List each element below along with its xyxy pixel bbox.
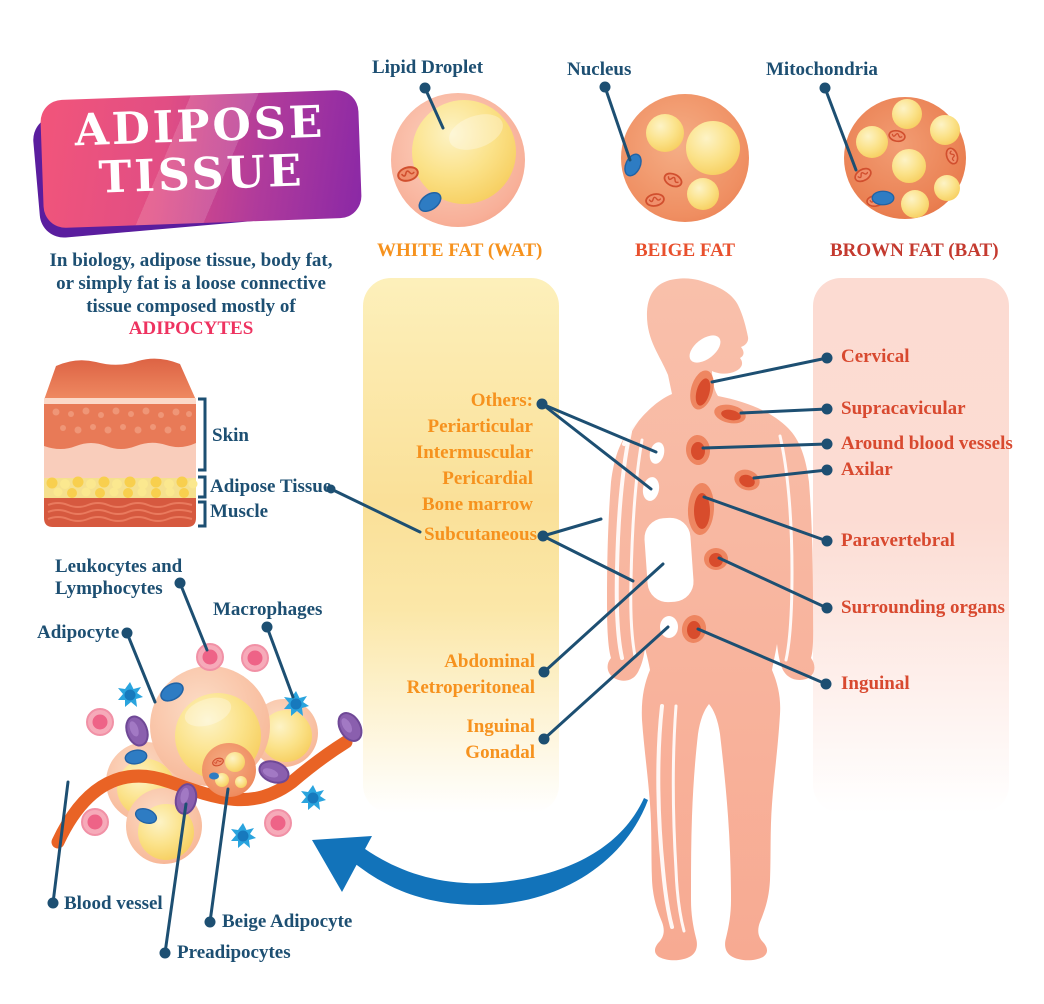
leader-dots [47, 81, 833, 959]
beige-fat-caption: BEIGE FAT [634, 240, 736, 261]
gonadal-line: Gonadal [465, 742, 535, 763]
macrophage-cell [301, 785, 326, 810]
blood-vessel [51, 735, 353, 849]
layer-brackets [198, 397, 207, 528]
axilar-label: Axilar [841, 459, 893, 480]
others-item: Intermuscular [415, 442, 533, 463]
intro-highlight: ADIPOCYTES [128, 318, 254, 340]
others-item: Pericardial [442, 468, 533, 489]
white-fat-locations-panel [363, 278, 559, 813]
macrophage-cell [118, 682, 143, 707]
nucleus-label: Nucleus [567, 59, 632, 80]
others-label-block: Others: Periarticular Intermuscular Peri… [360, 388, 533, 518]
brown-fat-caption: BROWN FAT (BAT) [830, 240, 999, 261]
macrophages-label: Macrophages [213, 599, 323, 620]
paravertebral-label: Paravertebral [841, 530, 955, 551]
others-item: Bone marrow [422, 494, 533, 515]
body-brown-fat-spots [681, 370, 760, 643]
mitochondria-label: Mitochondria [766, 59, 878, 80]
white-fat-cell [391, 93, 525, 227]
blood-vessel-label: Blood vessel [64, 893, 163, 914]
inguinal-brown-label: Inguinal [841, 673, 910, 694]
muscle-striations [47, 502, 193, 522]
around-blood-vessels-label: Around blood vessels [841, 433, 1013, 454]
white-fat-caption: WHITE FAT (WAT) [377, 240, 543, 261]
surrounding-organs-label: Surrounding organs [841, 597, 1005, 618]
subcutaneous-label: Subcutaneous [424, 524, 537, 545]
macrophage-cell [231, 823, 256, 848]
lymphocyte-cell [86, 708, 114, 736]
lipid-droplet-label: Lipid Droplet [372, 57, 484, 78]
muscle-label: Muscle [210, 501, 269, 522]
supracavicular-label: Supracavicular [841, 398, 966, 419]
abdominal-line: Abdominal [444, 651, 535, 672]
lymphocyte-cell [264, 809, 292, 837]
beige-adipocyte-cell [202, 743, 256, 797]
others-title: Others: [470, 390, 533, 411]
others-item: Periarticular [427, 416, 533, 437]
blue-arrow [312, 798, 648, 905]
brown-fat-cell [844, 97, 966, 219]
title-line1: ADIPOSE [73, 96, 326, 157]
beige-adipocyte-label: Beige Adipocyte [222, 911, 353, 932]
leader-lines [51, 85, 858, 955]
abdominal-label-block: Abdominal Retroperitoneal [360, 649, 535, 701]
fat-bubbles [46, 476, 198, 498]
lymphocyte-cell [196, 643, 224, 671]
lymphocyte-cell [241, 644, 269, 672]
intro-paragraph: In biology, adipose tissue, body fat, or… [40, 250, 342, 341]
adipocyte-cluster [51, 643, 368, 864]
adipocyte-label: Adipocyte [37, 622, 120, 643]
adipose-tissue-label: Adipose Tissue [210, 476, 332, 497]
skin-label: Skin [212, 425, 249, 446]
body-silhouette [607, 278, 815, 961]
cervical-label: Cervical [841, 346, 910, 367]
intro-text: In biology, adipose tissue, body fat, or… [49, 250, 333, 317]
lymphocyte-cell [81, 808, 109, 836]
beige-fat-cell [621, 94, 749, 222]
inguinal-gonadal-label-block: Inguinal Gonadal [360, 714, 535, 766]
skin-block-diagram [44, 358, 207, 528]
title-banner: ADIPOSE TISSUE [39, 89, 363, 229]
retroperitoneal-line: Retroperitoneal [406, 677, 535, 698]
brown-fat-locations-panel [813, 278, 1009, 813]
dermis-dots [52, 407, 192, 434]
inguinal-line: Inguinal [466, 716, 535, 737]
leukocytes-lymphocytes-label: Leukocytes and Lymphocytes [55, 556, 183, 599]
preadipocytes-label: Preadipocytes [177, 942, 291, 963]
